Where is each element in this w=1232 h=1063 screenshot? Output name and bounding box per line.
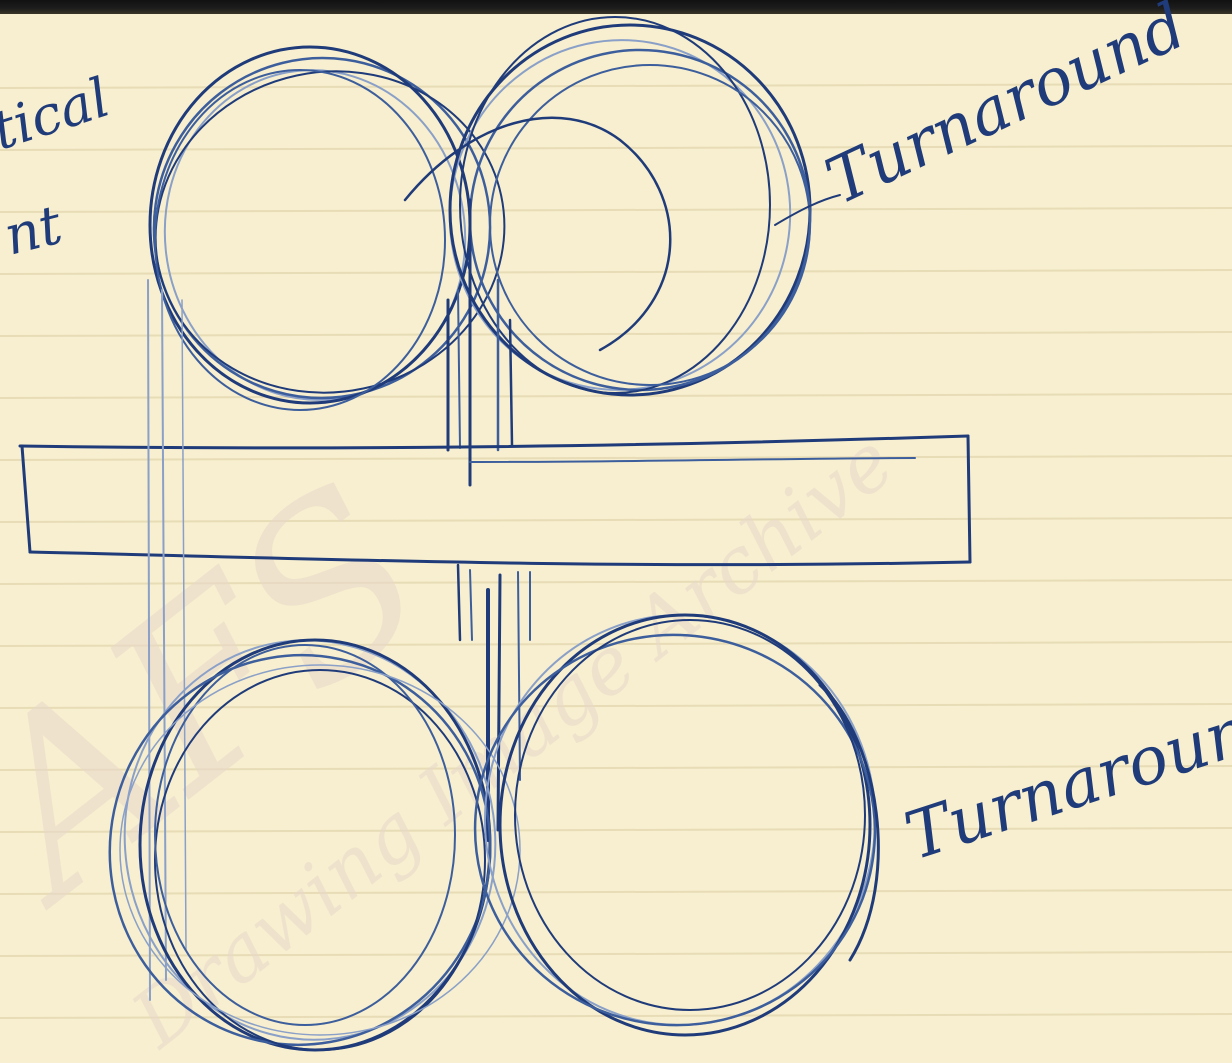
upper-left-loop	[126, 36, 535, 425]
annotation-turnaround-top: Turnaround	[815, 0, 1196, 220]
annotation-top-left-1: tical	[0, 66, 117, 163]
annotation-top-left-2: nt	[0, 193, 68, 268]
annotation-turnaround-bottom: Turnaround	[896, 679, 1232, 875]
